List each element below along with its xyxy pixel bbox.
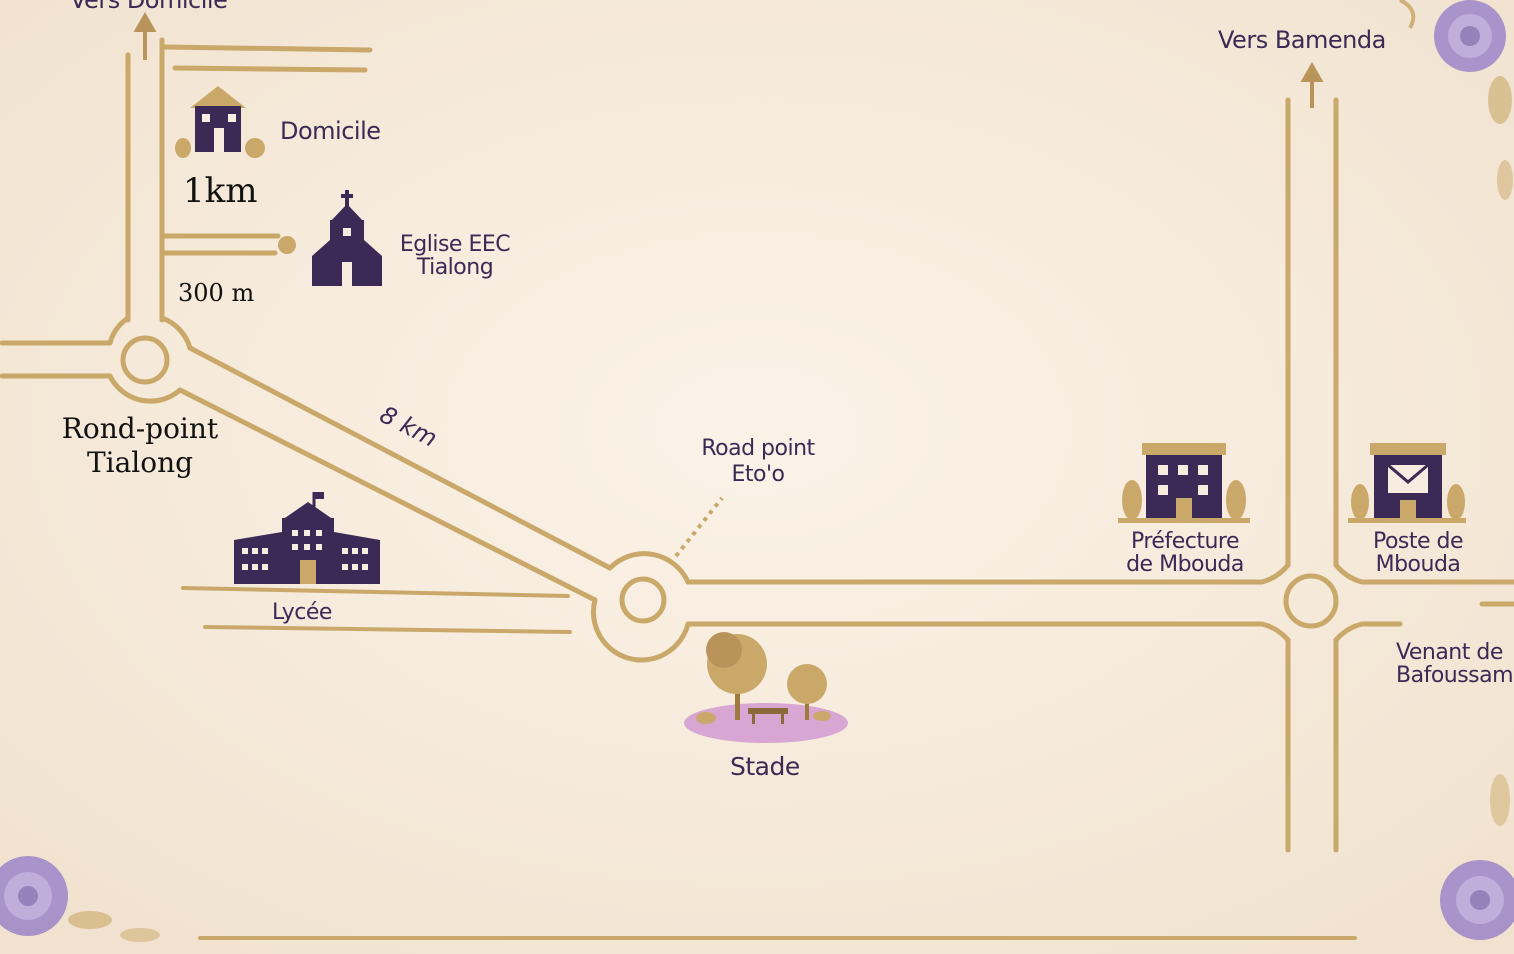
- arrow-up-bamenda-head: [1300, 61, 1324, 82]
- stade-label: Stade: [730, 752, 800, 781]
- roundabout-etoo-arc1: [607, 551, 691, 585]
- poste-label-line2: Mbouda: [1375, 552, 1461, 578]
- roundabout-tialong-arc2: [159, 315, 193, 351]
- road-point-label-line1: Road point: [701, 436, 815, 461]
- post-office-icon: [1348, 443, 1466, 523]
- rond-point-label: Rond-point Tialong: [40, 412, 240, 479]
- poste-label: Poste de Mbouda: [1356, 530, 1480, 576]
- road-top-lower: [172, 65, 368, 73]
- prefecture-label-line1: Préfecture: [1130, 529, 1240, 554]
- church-icon: [312, 190, 382, 286]
- arrow-up-domicile-head: [133, 11, 157, 32]
- roundabout-right-arc1: [1259, 562, 1291, 585]
- road-diagonal-lower: [177, 387, 598, 603]
- house-icon: [175, 86, 265, 158]
- prefecture-label-line2: de Mbouda: [1126, 552, 1244, 578]
- roundabout-right-arc3: [1259, 621, 1291, 643]
- vers-bamenda-label: Vers Bamenda: [1218, 26, 1386, 54]
- school-icon: [234, 492, 380, 584]
- rond-point-label-line2: Tialong: [86, 445, 194, 479]
- road-lycee-lower: [203, 625, 572, 634]
- roads: [0, 37, 1514, 940]
- road-point-label: Road point Eto'o: [690, 436, 826, 489]
- distance-1km-label: 1km: [183, 171, 258, 211]
- eglise-label: Eglise EEC Tialong: [393, 233, 517, 279]
- prefecture-icon: [1118, 443, 1250, 523]
- direction-arrows: [133, 11, 1324, 108]
- roundabout-tialong-inner: [120, 335, 170, 385]
- roundabout-etoo-inner: [619, 576, 667, 624]
- rond-point-label-line1: Rond-point: [61, 412, 219, 445]
- vers-domicile-label: Vers Domicile: [70, 0, 228, 14]
- poste-label-line1: Poste de: [1372, 529, 1464, 554]
- prefecture-label: Préfecture de Mbouda: [1115, 530, 1255, 576]
- church-marker-dot: [278, 236, 296, 254]
- lycee-label: Lycée: [272, 600, 332, 625]
- roundabout-etoo-arc2: [590, 597, 691, 663]
- venant-label: Venant de Bafoussam: [1396, 641, 1514, 687]
- distance-300m-label: 300 m: [178, 279, 255, 307]
- venant-label-line1: Venant de: [1396, 641, 1503, 665]
- eglise-label-line2: Tialong: [416, 255, 494, 281]
- roundabout-tialong-arc1: [107, 315, 131, 346]
- roundabout-right-inner: [1283, 573, 1339, 629]
- road-lycee-upper: [181, 586, 570, 598]
- road-diagonal-upper: [187, 345, 613, 571]
- eglise-label-line1: Eglise EEC: [399, 232, 511, 257]
- park-icon: [684, 632, 848, 743]
- roundabout-tialong-arc3: [107, 373, 183, 404]
- road-point-label-line2: Eto'o: [731, 462, 786, 488]
- road-point-pointer: [674, 496, 724, 558]
- domicile-label: Domicile: [280, 117, 381, 145]
- venant-label-line2: Bafoussam: [1396, 663, 1514, 688]
- road-top-upper: [162, 44, 373, 53]
